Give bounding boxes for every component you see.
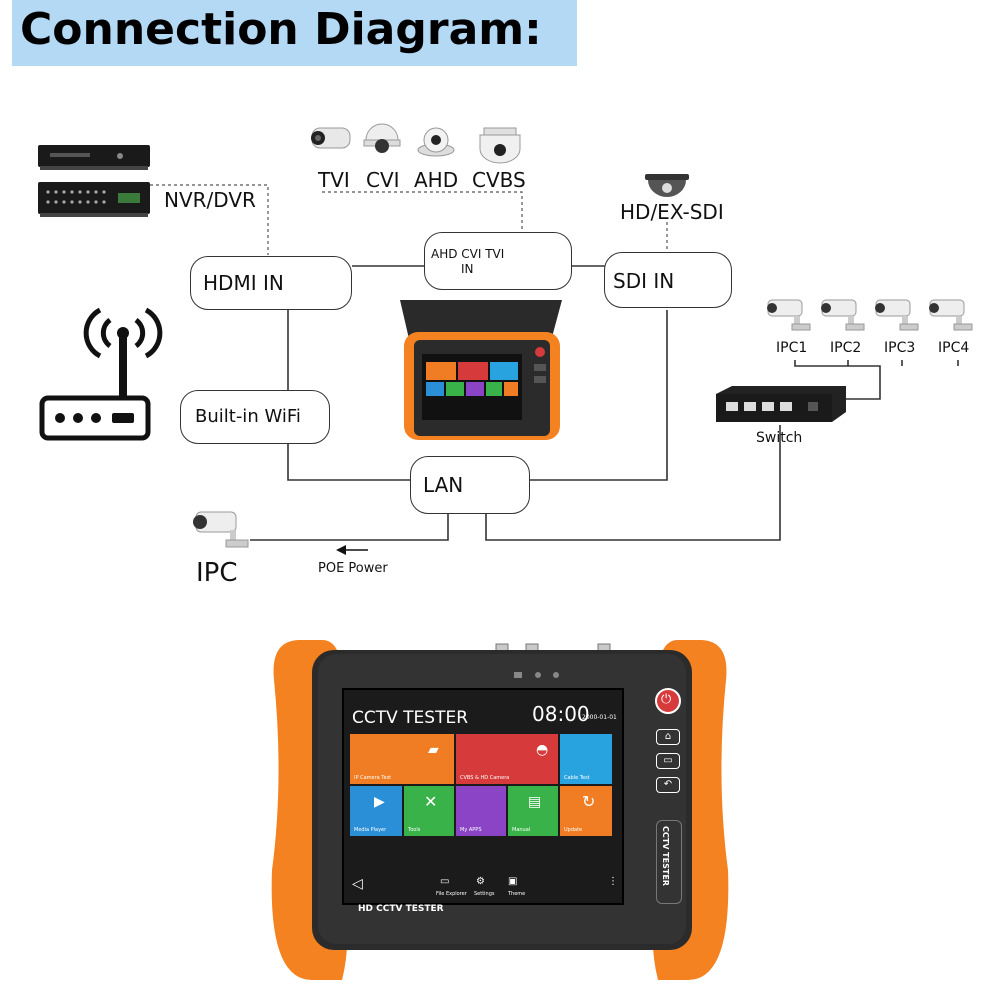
dock-settings[interactable]: Settings [474,891,495,897]
dvr-icon [38,182,150,217]
back-icon[interactable]: ◁ [352,876,363,892]
theme-icon[interactable]: ▣ [508,876,518,887]
lan-node: LAN [410,456,530,514]
cvi-label: CVI [366,168,400,192]
tester-small-image [400,300,562,440]
tile-tools[interactable]: Tools [404,786,454,836]
lan-label: LAN [423,473,464,497]
tile-update[interactable]: Update [560,786,612,836]
dome-camera-icon: ◓ [536,742,549,758]
home-icon: ⌂ [664,731,672,742]
tile-label: My APPS [460,827,482,833]
power-icon[interactable]: ⏻ [661,692,672,707]
settings-icon[interactable]: ⚙ [476,876,485,887]
side-label-box [656,820,682,904]
hdmi-in-node: HDMI IN [190,256,352,310]
bezel-label: HD CCTV TESTER [358,904,444,914]
tools-icon: ✕ [424,792,438,811]
tile-label: IP Camera Test [354,775,392,781]
router-icon [39,307,163,441]
ipc2-camera-icon [821,299,865,331]
tile-label: Manual [512,827,531,833]
screen-date: 2000-01-01 [582,714,617,721]
sdi-in-label: SDI IN [613,269,675,293]
refresh-icon: ↻ [582,792,596,811]
ipc4-label: IPC4 [938,340,970,356]
tvi-camera-icon [311,127,351,149]
menu-icon: ▭ [663,755,673,766]
tile-manual[interactable]: Manual [508,786,558,836]
cvbs-camera-icon [479,127,521,164]
sdi-camera-icon [645,174,689,197]
ahd-cvi-tvi-in-label: AHD CVI TVI [431,247,505,261]
title-banner [12,0,577,66]
connection-diagram [38,123,973,555]
home-button[interactable]: ⌂ [656,729,680,745]
tile-label: Media Player [354,827,387,833]
more-icon[interactable]: ⋮ [608,876,618,887]
sdi-in-node: SDI IN [604,252,732,308]
ipc-camera-icon [193,511,249,548]
tvi-label: TVI [318,168,350,192]
dashed-links [150,184,668,255]
tile-label: Update [564,827,583,833]
cvi-camera-icon [363,123,401,153]
switch-icon [716,386,846,422]
hdmi-in-label: HDMI IN [203,271,284,295]
ahd-cvi-tvi-in-node: AHD CVI TVI IN [424,232,572,290]
nvr-dvr-label: NVR/DVR [164,188,256,212]
builtin-wifi-node: Built-in WiFi [180,390,330,444]
dock-file-explorer[interactable]: File Explorer [436,891,467,897]
ipc2-label: IPC2 [830,340,862,356]
screen-title: CCTV TESTER [352,708,469,728]
ipc3-label: IPC3 [884,340,916,356]
cable-lines [250,265,959,541]
ipc4-camera-icon [929,299,973,331]
folder-icon[interactable]: ▭ [440,876,450,887]
cvbs-label: CVBS [472,168,526,192]
ahd-camera-icon [417,127,455,157]
menu-button[interactable]: ▭ [656,753,680,769]
screen-clock: 08:00 [532,702,590,726]
nvr-icon [38,145,150,170]
poe-power-label: POE Power [318,561,388,576]
return-icon: ↶ [663,779,673,790]
poe-arrow [336,545,368,555]
return-button[interactable]: ↶ [656,777,680,793]
side-label: CCTV TESTER [661,826,670,886]
page-title: Connection Diagram: [20,4,542,55]
ipc-label: IPC [196,558,238,588]
tile-media-player[interactable]: Media Player [350,786,402,836]
bullet-camera-icon: ▰ [428,742,439,758]
builtin-wifi-label: Built-in WiFi [195,406,301,427]
tile-label: Tools [408,827,421,833]
ipc1-label: IPC1 [776,340,808,356]
ahd-cvi-tvi-in-label-2: IN [461,262,474,276]
tile-label: CVBS & HD Camera [460,775,510,781]
tile-label: Cable Test [564,775,590,781]
hd-ex-sdi-label: HD/EX-SDI [620,200,724,224]
tile-my-apps[interactable]: My APPS [456,786,506,836]
switch-label: Switch [756,430,803,446]
play-icon: ▶ [374,794,385,810]
ahd-label: AHD [414,168,459,192]
ipc3-camera-icon [875,299,919,331]
tile-cvbs-hd-camera[interactable]: CVBS & HD Camera [456,734,558,784]
tile-ip-camera-test[interactable]: IP Camera Test [350,734,454,784]
ipc1-camera-icon [767,299,811,331]
dock-theme[interactable]: Theme [508,891,526,897]
book-icon: ▤ [528,794,542,810]
tile-cable-test[interactable]: Cable Test [560,734,612,784]
